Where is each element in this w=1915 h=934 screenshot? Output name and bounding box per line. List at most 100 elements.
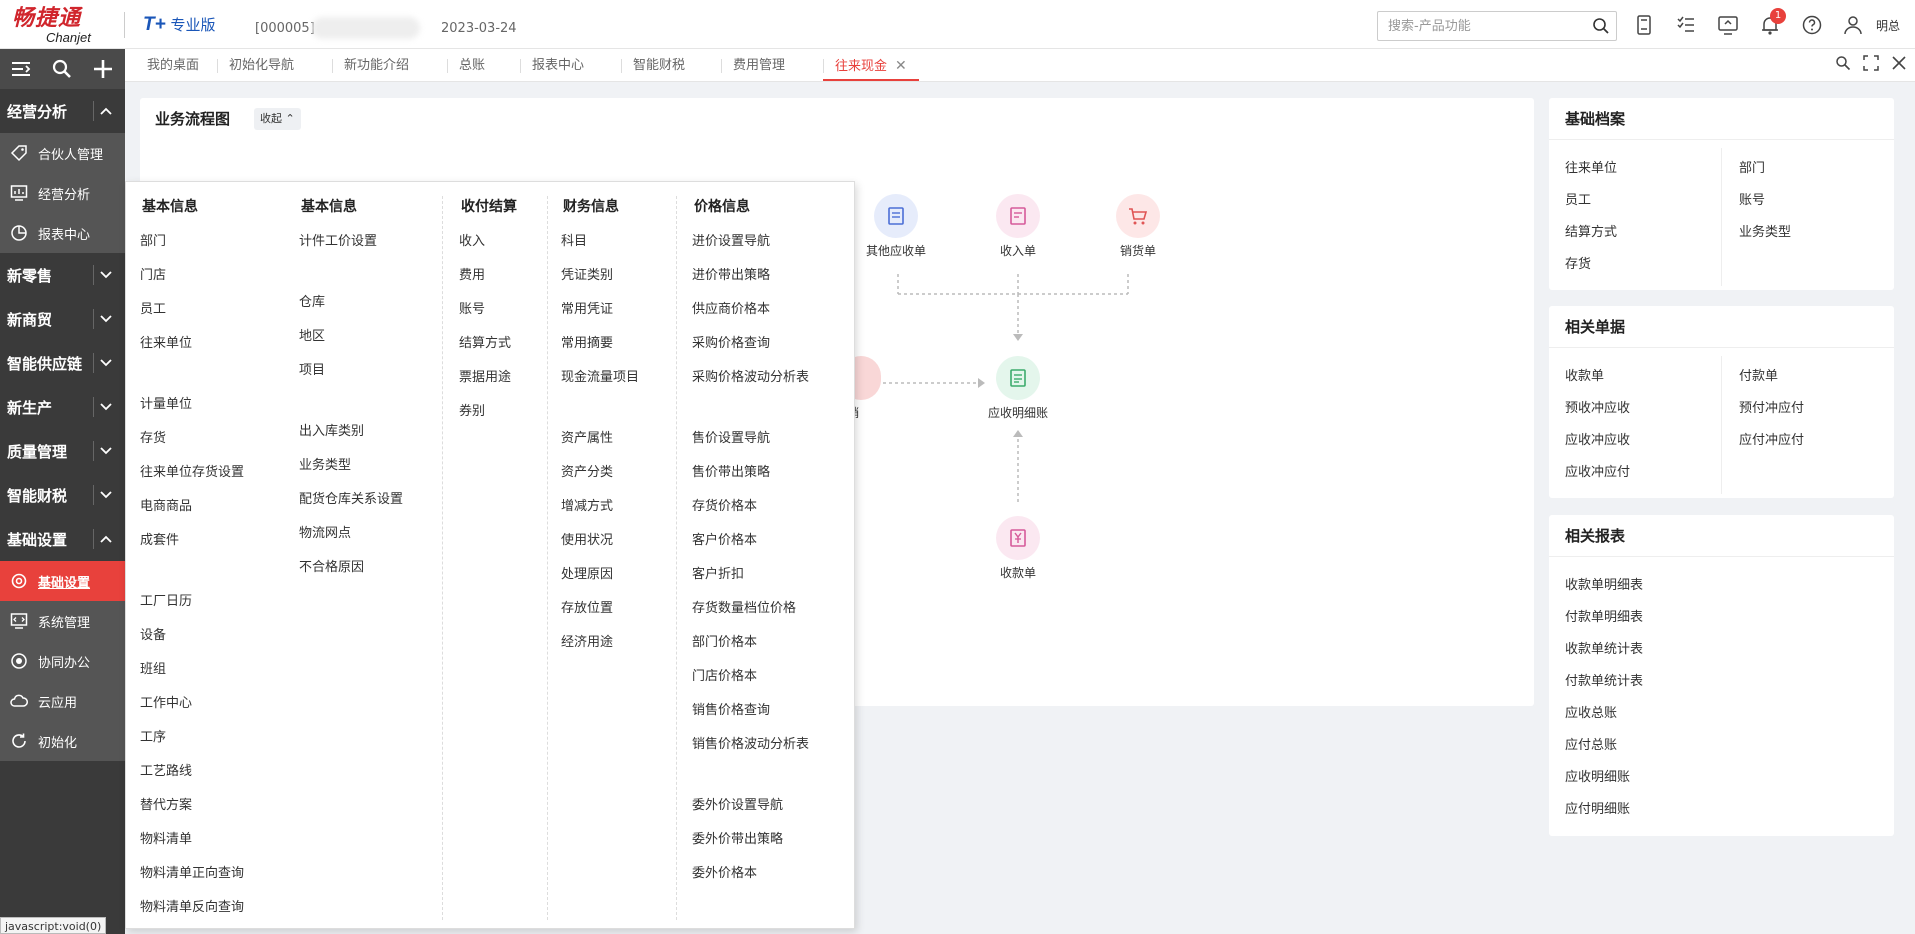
menu-item-change-method[interactable]: 增减方式 xyxy=(561,499,614,514)
menu-item-common-summary[interactable]: 常用摘要 xyxy=(561,336,614,351)
close-tab-icon[interactable]: ✕ xyxy=(895,58,907,74)
link-receivable-offset-payable[interactable]: 应收冲应付 xyxy=(1565,465,1631,480)
help-icon[interactable] xyxy=(1801,14,1823,36)
username[interactable]: 明总 xyxy=(1876,19,1901,33)
flow-node-other-receivable[interactable]: 其他应收单 xyxy=(851,194,941,259)
link-payable-general-ledger[interactable]: 应付总账 xyxy=(1565,738,1618,753)
sidebar-item-cloud-apps[interactable]: 云应用 xyxy=(0,681,125,721)
menu-item-inventory[interactable]: 存货 xyxy=(140,431,167,446)
menu-item-customer-discount[interactable]: 客户折扣 xyxy=(692,567,745,582)
menu-item-asset-category[interactable]: 资产分类 xyxy=(561,465,614,480)
menu-item-bill-purpose[interactable]: 票据用途 xyxy=(459,370,512,385)
menu-item-expense[interactable]: 费用 xyxy=(459,268,486,283)
link-receipt-summary[interactable]: 收款单统计表 xyxy=(1565,642,1644,657)
sidebar-item-report-center[interactable]: 报表中心 xyxy=(0,213,125,253)
menu-item-sales-price-strategy[interactable]: 售价带出策略 xyxy=(692,465,771,480)
screen-message-icon[interactable] xyxy=(1717,14,1739,36)
tab-expense[interactable]: 费用管理 xyxy=(721,49,797,81)
link-receivable-offset-receivable[interactable]: 应收冲应收 xyxy=(1565,433,1631,448)
menu-item-factory-calendar[interactable]: 工厂日历 xyxy=(140,594,193,609)
sidebar-group-supply-chain[interactable]: 智能供应链 xyxy=(0,341,125,385)
menu-item-usage-status[interactable]: 使用状况 xyxy=(561,533,614,548)
sidebar-item-system-management[interactable]: 系统管理 xyxy=(0,601,125,641)
link-settlement-methods[interactable]: 结算方式 xyxy=(1565,225,1618,240)
sidebar-item-collaboration[interactable]: 协同办公 xyxy=(0,641,125,681)
menu-item-team[interactable]: 班组 xyxy=(140,662,167,677)
menu-item-income[interactable]: 收入 xyxy=(459,234,486,249)
menu-item-warehouse-relation[interactable]: 配货仓库关系设置 xyxy=(299,492,404,507)
menu-item-asset-attribute[interactable]: 资产属性 xyxy=(561,431,614,446)
menu-toggle-icon[interactable] xyxy=(0,49,41,89)
menu-item-equipment[interactable]: 设备 xyxy=(140,628,167,643)
link-prepaid-offset-payable[interactable]: 预付冲应付 xyxy=(1739,401,1805,416)
tab-cash-transactions[interactable]: 往来现金✕ xyxy=(823,49,919,81)
menu-item-quantity-tier-price[interactable]: 存货数量档位价格 xyxy=(692,601,797,616)
flow-node-income[interactable]: 收入单 xyxy=(973,194,1063,259)
menu-item-employee[interactable]: 员工 xyxy=(140,302,167,317)
link-receipt[interactable]: 收款单 xyxy=(1565,369,1605,384)
menu-item-ecommerce-goods[interactable]: 电商商品 xyxy=(140,499,193,514)
menu-item-bom-forward-query[interactable]: 物料清单正向查询 xyxy=(140,866,245,881)
menu-item-sales-price-volatility[interactable]: 销售价格波动分析表 xyxy=(692,737,810,752)
user-avatar-icon[interactable] xyxy=(1842,14,1864,36)
menu-item-process[interactable]: 工序 xyxy=(140,730,167,745)
menu-item-store-price-book[interactable]: 门店价格本 xyxy=(692,669,758,684)
fullscreen-icon[interactable] xyxy=(1863,55,1879,75)
menu-item-purchase-price-volatility[interactable]: 采购价格波动分析表 xyxy=(692,370,810,385)
flow-node-receivable-ledger[interactable]: 应收明细账 xyxy=(973,356,1063,421)
menu-item-project[interactable]: 项目 xyxy=(299,363,326,378)
menu-item-settlement-method[interactable]: 结算方式 xyxy=(459,336,512,351)
menu-item-routing[interactable]: 工艺路线 xyxy=(140,764,193,779)
tab-search-icon[interactable] xyxy=(1835,55,1851,75)
sidebar-group-quality[interactable]: 质量管理 xyxy=(0,429,125,473)
menu-item-partner-unit[interactable]: 往来单位 xyxy=(140,336,193,351)
search-icon[interactable] xyxy=(1592,17,1610,39)
menu-item-sales-price-guide[interactable]: 售价设置导航 xyxy=(692,431,771,446)
menu-item-department-price-book[interactable]: 部门价格本 xyxy=(692,635,758,650)
link-payment[interactable]: 付款单 xyxy=(1739,369,1779,384)
collapse-button[interactable]: 收起 ⌃ xyxy=(254,108,301,130)
menu-item-subject[interactable]: 科目 xyxy=(561,234,588,249)
menu-item-region[interactable]: 地区 xyxy=(299,329,326,344)
menu-item-purchase-price-guide[interactable]: 进价设置导航 xyxy=(692,234,771,249)
menu-item-io-category[interactable]: 出入库类别 xyxy=(299,424,365,439)
menu-item-logistics-point[interactable]: 物流网点 xyxy=(299,526,352,541)
menu-item-purchase-price-strategy[interactable]: 进价带出策略 xyxy=(692,268,771,283)
menu-item-warehouse[interactable]: 仓库 xyxy=(299,295,326,310)
sidebar-item-initialization[interactable]: 初始化 xyxy=(0,721,125,761)
tab-my-desktop[interactable]: 我的桌面 xyxy=(135,49,211,81)
tab-smart-tax[interactable]: 智能财税 xyxy=(621,49,697,81)
sidebar-group-basic-settings[interactable]: 基础设置 xyxy=(0,517,125,561)
sidebar-item-basic-settings[interactable]: 基础设置 xyxy=(0,561,137,601)
link-accounts[interactable]: 账号 xyxy=(1739,193,1766,208)
flow-node-receipt[interactable]: 收款单 xyxy=(973,516,1063,581)
link-employees[interactable]: 员工 xyxy=(1565,193,1592,208)
link-payable-offset-payable[interactable]: 应付冲应付 xyxy=(1739,433,1805,448)
menu-item-business-type[interactable]: 业务类型 xyxy=(299,458,352,473)
link-business-types[interactable]: 业务类型 xyxy=(1739,225,1792,240)
task-list-icon[interactable] xyxy=(1675,14,1697,36)
tab-new-features[interactable]: 新功能介绍 xyxy=(332,49,421,81)
product-search-input[interactable] xyxy=(1378,12,1578,40)
menu-item-department[interactable]: 部门 xyxy=(140,234,167,249)
menu-item-outsource-price-book[interactable]: 委外价格本 xyxy=(692,866,758,881)
sidebar-item-partner-management[interactable]: 合伙人管理 xyxy=(0,133,125,173)
flow-node-sales-order[interactable]: 销货单 xyxy=(1093,194,1183,259)
menu-item-denomination[interactable]: 券别 xyxy=(459,404,486,419)
menu-item-piece-rate[interactable]: 计件工价设置 xyxy=(299,234,378,249)
menu-item-work-center[interactable]: 工作中心 xyxy=(140,696,193,711)
menu-item-inventory-price-book[interactable]: 存货价格本 xyxy=(692,499,758,514)
sidebar-group-business-analysis[interactable]: 经营分析 xyxy=(0,89,125,133)
sidebar-group-new-trade[interactable]: 新商贸 xyxy=(0,297,125,341)
sidebar-group-finance-tax[interactable]: 智能财税 xyxy=(0,473,125,517)
calculator-icon[interactable] xyxy=(1633,14,1655,36)
menu-item-economic-use[interactable]: 经济用途 xyxy=(561,635,614,650)
close-all-icon[interactable] xyxy=(1891,55,1907,75)
link-receipt-detail[interactable]: 收款单明细表 xyxy=(1565,578,1644,593)
menu-item-outsource-price-strategy[interactable]: 委外价带出策略 xyxy=(692,832,784,847)
menu-item-cash-flow-item[interactable]: 现金流量项目 xyxy=(561,370,640,385)
tab-init-guide[interactable]: 初始化导航 xyxy=(217,49,306,81)
menu-item-bom-reverse-query[interactable]: 物料清单反向查询 xyxy=(140,900,245,915)
sidebar-item-business-analysis[interactable]: 经营分析 xyxy=(0,173,125,213)
tab-general-ledger[interactable]: 总账 xyxy=(447,49,497,81)
